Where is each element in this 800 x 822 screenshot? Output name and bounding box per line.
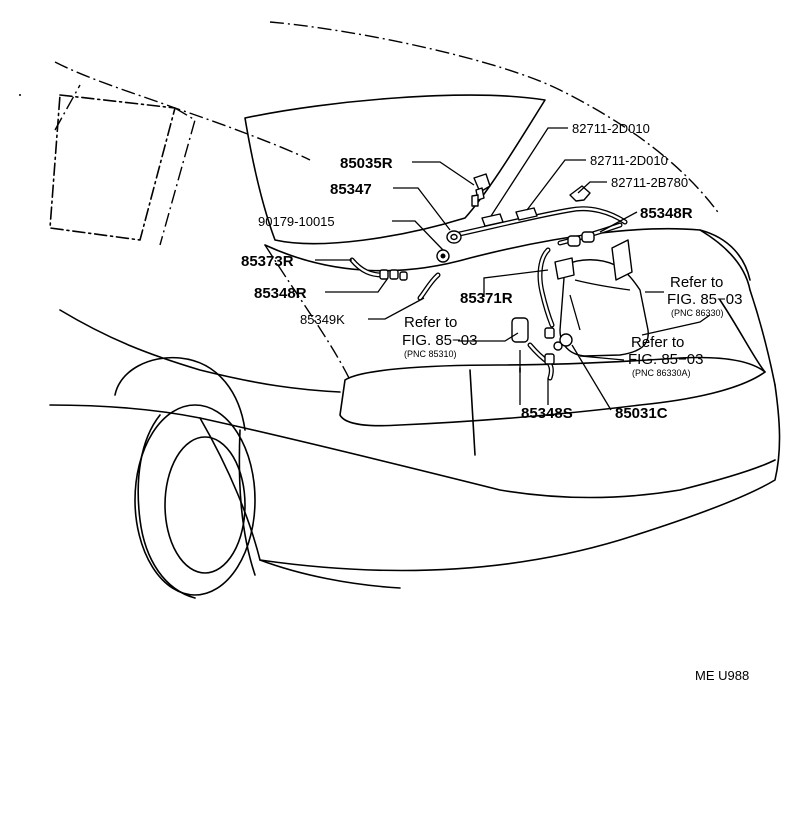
ref-86330-line2: FIG. 85−03 <box>667 291 742 308</box>
ref-86330-pnc: (PNC 86330) <box>671 308 724 318</box>
washer-parts <box>349 173 649 381</box>
vehicle-body <box>19 21 781 599</box>
label-82711-2d010-b: 82711-2D010 <box>590 153 668 168</box>
washer-tank <box>554 239 649 357</box>
label-85373r: 85373R <box>241 253 294 270</box>
label-85347: 85347 <box>330 181 372 198</box>
label-85035r: 85035R <box>340 155 393 172</box>
washer-nozzle <box>471 173 491 207</box>
ref-85310-line1: Refer to <box>404 314 457 331</box>
hose-joint-right <box>567 231 595 247</box>
label-85348s: 85348S <box>521 405 573 422</box>
ref-85310-pnc: (PNC 85310) <box>404 349 457 359</box>
hose-clip-3 <box>569 185 591 202</box>
callout-labels: 85035R 85347 90179-10015 85373R 85348R 8… <box>241 121 693 422</box>
label-82711-2d010-a: 82711-2D010 <box>572 121 650 136</box>
label-85348r-right: 85348R <box>640 205 693 222</box>
connector <box>553 333 573 351</box>
label-85348r-left: 85348R <box>254 285 307 302</box>
hose-joint-left <box>379 269 408 281</box>
reference-86330a: Refer to FIG. 85−03 (PNC 86330A) <box>628 334 703 378</box>
ref-86330-line1: Refer to <box>670 274 723 291</box>
ref-86330a-pnc: (PNC 86330A) <box>632 368 691 378</box>
label-85371r: 85371R <box>460 290 513 307</box>
label-85349k: 85349K <box>300 312 345 327</box>
drawing-code: ME U988 <box>695 668 749 683</box>
washer-pump <box>511 317 529 343</box>
label-82711-2b780: 82711-2B780 <box>611 175 688 190</box>
label-85031c: 85031C <box>615 405 668 422</box>
ref-86330a-line2: FIG. 85−03 <box>628 351 703 368</box>
reference-85310: Refer to FIG. 85−03 (PNC 85310) <box>402 314 477 359</box>
hose-clip-1 <box>481 213 504 227</box>
label-90179-10015: 90179-10015 <box>258 214 335 229</box>
reference-86330: Refer to FIG. 85−03 (PNC 86330) <box>667 274 742 318</box>
ref-85310-line2: FIG. 85−03 <box>402 332 477 349</box>
leader-lines <box>315 127 711 411</box>
ref-86330a-line1: Refer to <box>631 334 684 351</box>
